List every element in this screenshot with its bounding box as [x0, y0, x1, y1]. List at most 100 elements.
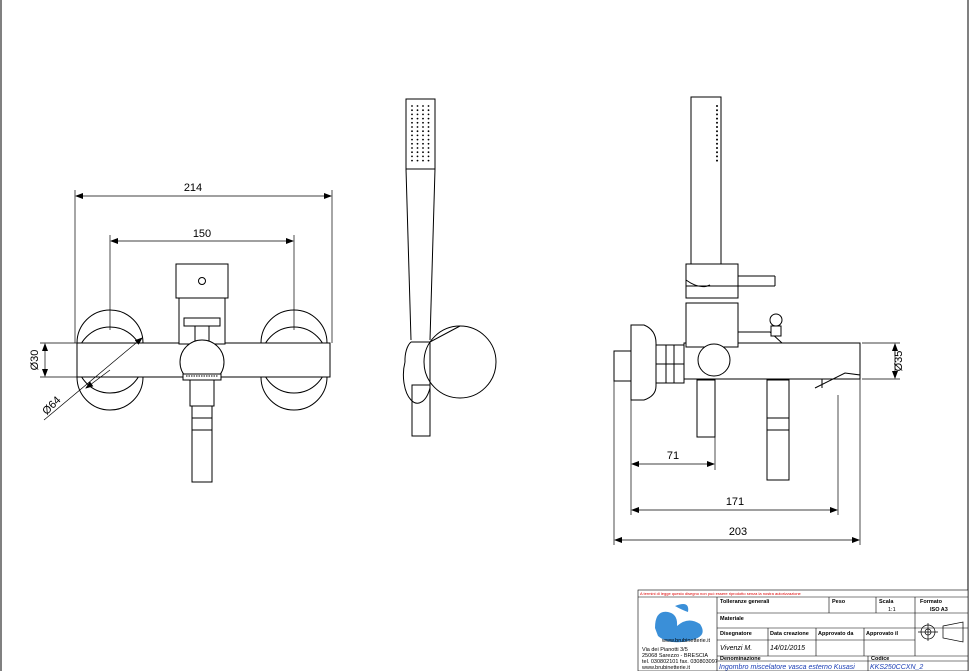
nozzle-dot — [416, 105, 419, 107]
nozzle-dot — [422, 134, 424, 137]
dim-d64: Ø64 — [40, 394, 63, 417]
front-spout-pipe — [191, 405, 213, 483]
rod-nozzle-dot — [716, 138, 718, 141]
nozzle-dot — [416, 155, 419, 158]
nozzle-dot — [416, 121, 419, 124]
nozzle-dot — [416, 142, 419, 145]
dim-d30: Ø30 — [29, 350, 41, 371]
projection-symbol-icon — [918, 621, 964, 643]
rod-nozzle-dot — [716, 126, 718, 128]
front-spout — [189, 379, 215, 407]
side-column — [685, 302, 739, 348]
company-address-2: 25068 Sarezzo - BRESCIA — [642, 653, 708, 659]
rod-nozzle-dot — [716, 117, 718, 120]
weight-label: Peso — [832, 599, 846, 605]
denomination-value: Ingombro miscelatore vasca esterno Kusas… — [719, 664, 855, 671]
code-value: KKS250CCXN_2 — [870, 664, 923, 671]
nozzle-dot — [427, 109, 430, 112]
creation-date-value: 14/01/2015 — [770, 645, 805, 652]
nozzle-dot — [422, 159, 424, 162]
nozzle-dot — [427, 155, 430, 158]
rod-nozzle-dot — [716, 151, 718, 154]
nozzle-dot — [427, 117, 430, 120]
nozzle-dot — [416, 134, 419, 137]
side-shower-rod — [690, 96, 722, 265]
nozzle-dot — [422, 126, 424, 128]
nozzle-dot — [422, 147, 424, 149]
nozzle-dot — [411, 126, 413, 128]
rod-nozzle-dot — [716, 109, 718, 112]
nozzle-dot — [411, 105, 413, 107]
nozzle-dot — [427, 126, 430, 128]
scale-value: 1:1 — [888, 607, 896, 613]
nozzle-dot — [416, 147, 419, 149]
nozzle-dot — [427, 142, 430, 145]
nozzle-dot — [422, 130, 424, 133]
front-view — [40, 190, 333, 483]
dim-171: 171 — [726, 496, 744, 508]
nozzle-dot — [422, 151, 424, 154]
front-handle-cap — [175, 263, 229, 299]
rod-nozzle-dot — [716, 147, 718, 149]
nozzle-dot — [411, 159, 413, 162]
front-cartridge-slot — [183, 317, 221, 327]
nozzle-dot — [411, 117, 413, 120]
shower-handle-lower — [411, 384, 431, 437]
material-label: Materiale — [720, 616, 744, 622]
nozzle-dot — [427, 138, 430, 141]
nozzle-dot — [411, 121, 413, 124]
designer-value: Vivenzi M. — [720, 645, 752, 652]
designer-label: Disegnatore — [720, 631, 752, 637]
side-diverter-knob — [769, 313, 783, 327]
dim-d35: Ø35 — [893, 351, 905, 372]
format-value: ISO A3 — [930, 607, 948, 613]
dim-71: 71 — [667, 450, 679, 462]
nozzle-dot — [427, 159, 430, 162]
shower-head-nozzles — [411, 105, 430, 162]
nozzle-dot — [416, 130, 419, 133]
nozzle-dot — [427, 105, 430, 107]
nozzle-dot — [416, 138, 419, 141]
dim-d64-line — [43, 337, 143, 421]
nozzle-dot — [422, 117, 424, 120]
nozzle-dot — [427, 147, 430, 149]
nozzle-dot — [427, 134, 430, 137]
company-address-1: Via dei Pianotti 3/5 — [642, 647, 688, 653]
nozzle-dot — [416, 109, 419, 112]
side-spout-pipe — [696, 379, 716, 438]
nozzle-dot — [427, 130, 430, 133]
approved-il-label: Approvato il — [866, 631, 899, 637]
side-wall-plate — [613, 350, 632, 382]
nozzle-dot — [416, 113, 419, 116]
nozzle-dot — [422, 109, 424, 112]
nozzle-dot — [411, 155, 413, 158]
rod-nozzle-dot — [716, 155, 718, 158]
format-label: Formato — [920, 599, 943, 605]
nozzle-dot — [422, 138, 424, 141]
logo-url: www.brubinetterie.it — [661, 638, 710, 644]
nozzle-dot — [427, 151, 430, 154]
nozzle-dot — [422, 155, 424, 158]
nozzle-dot — [411, 113, 413, 116]
company-phone: tel. 030802101 fax. 030803097 — [642, 659, 718, 665]
nozzle-dot — [416, 117, 419, 120]
side-rod-holes — [716, 105, 718, 162]
rod-nozzle-dot — [716, 105, 718, 107]
nozzle-dot — [411, 147, 413, 149]
side-escutcheon — [630, 324, 657, 401]
side-diverter-ball — [697, 343, 731, 377]
shower-holder — [423, 325, 497, 399]
creation-date-label: Data creazione — [770, 631, 809, 637]
nozzle-dot — [427, 121, 430, 124]
nozzle-dot — [422, 105, 424, 107]
nozzle-dot — [416, 159, 419, 162]
nozzle-dot — [411, 142, 413, 145]
front-cartridge — [178, 297, 226, 345]
nozzle-dot — [422, 121, 424, 124]
denomination-label: Denominazione — [720, 656, 761, 662]
approved-by-label: Approvato da — [818, 631, 854, 637]
hand-shower-view — [402, 98, 497, 437]
shower-head — [405, 98, 436, 170]
